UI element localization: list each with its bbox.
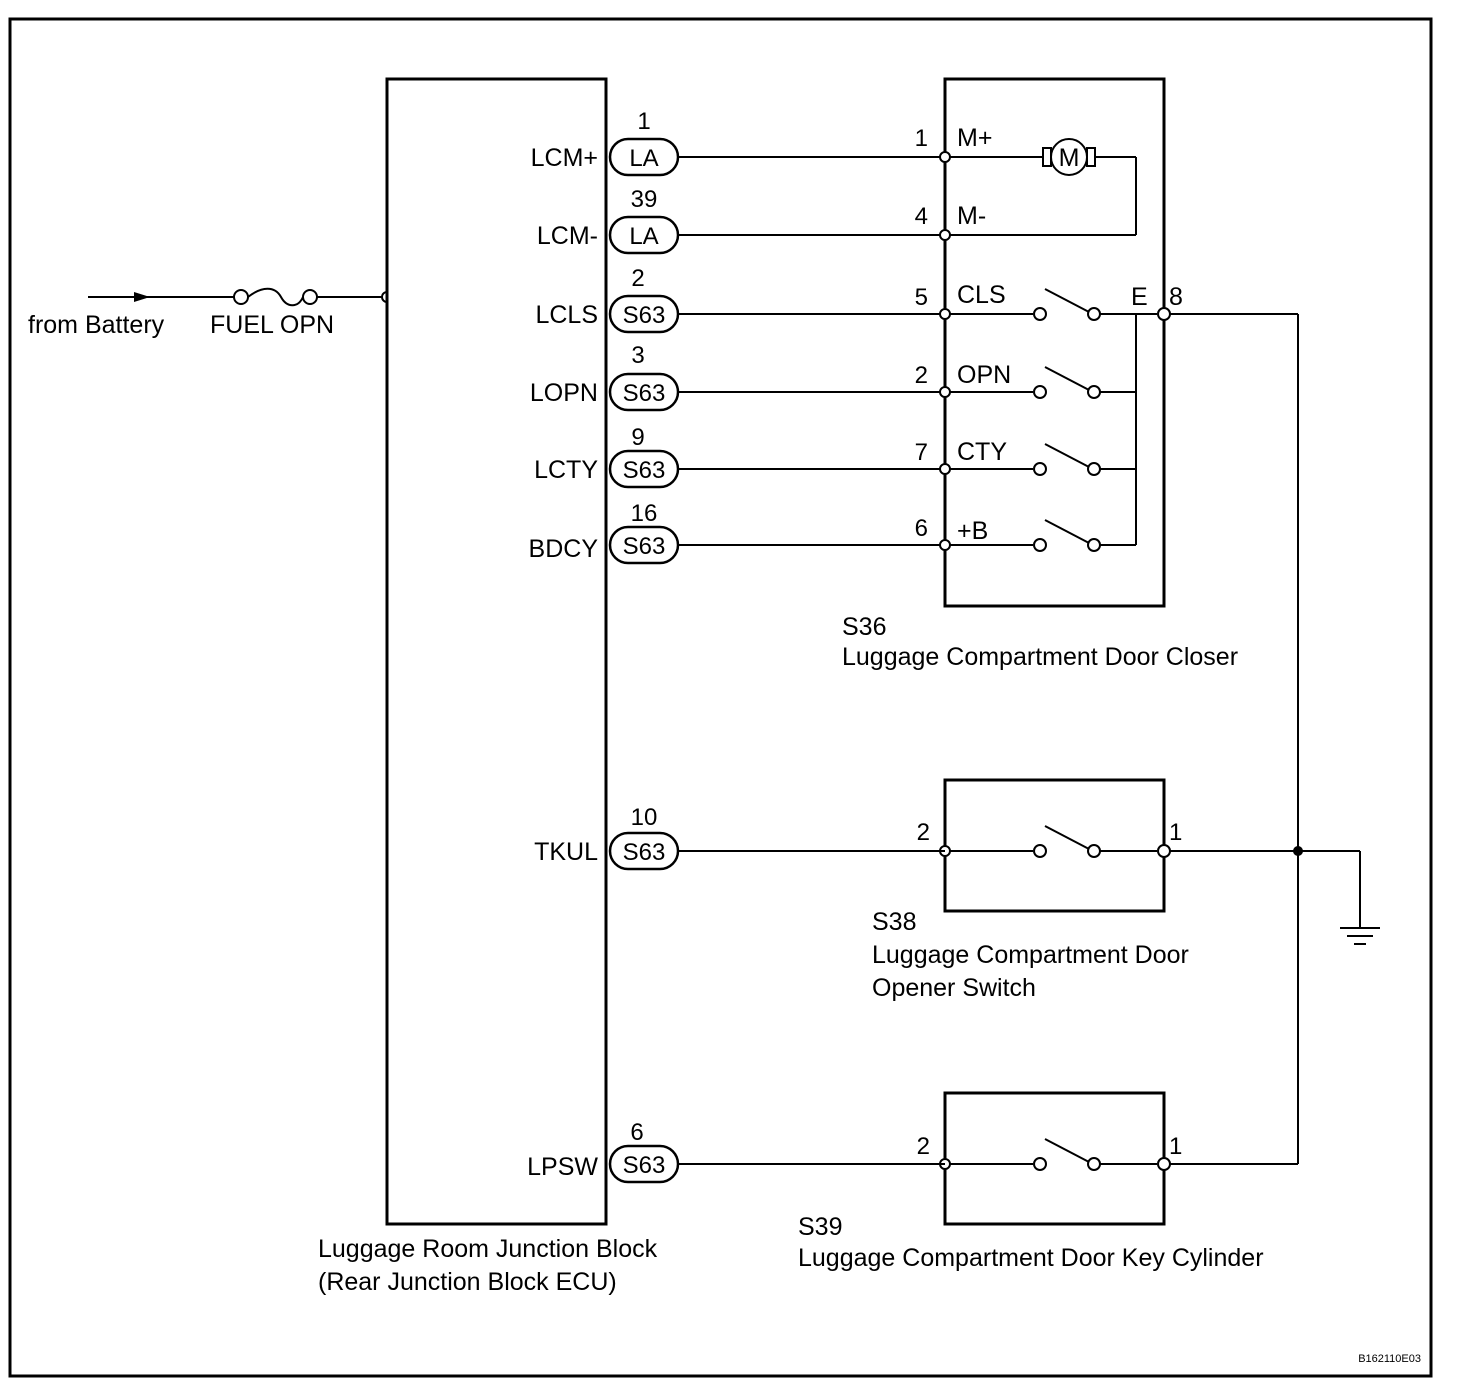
terminal-row-lcm-plus: LCM+ LA 1 1 M+ — [531, 108, 992, 177]
ecu-signal-label: LPSW — [527, 1153, 598, 1181]
ecu-signal-label: TKUL — [534, 838, 598, 866]
connector-pill — [608, 137, 680, 177]
key-name: Luggage Compartment Door Key Cylinder — [798, 1244, 1264, 1272]
ecu-signal-label: LCM- — [537, 222, 598, 250]
connector-pill — [608, 372, 680, 412]
ecu-signal-label: BDCY — [529, 535, 599, 563]
closer-name: Luggage Compartment Door Closer — [842, 643, 1238, 671]
ecu-name-line1: Luggage Room Junction Block — [318, 1235, 658, 1263]
closer-pin-number: 6 — [915, 515, 928, 542]
motor-icon: M — [945, 138, 1137, 236]
connector-label: S63 — [623, 302, 666, 329]
ecu-pin-number: 9 — [631, 424, 644, 451]
ecu-signal-label: LCLS — [535, 301, 598, 329]
ecu-pin-number: 16 — [631, 500, 658, 527]
closer-pin-number: 1 — [915, 125, 928, 152]
opener-code: S38 — [872, 908, 916, 936]
ecu-pin-number: 3 — [631, 342, 644, 369]
closer-pin-number: 5 — [915, 284, 928, 311]
key-cylinder: 2 1 S39 Luggage Compartment Door Key Cyl… — [798, 1091, 1298, 1272]
connector-pill — [608, 525, 680, 565]
closer-terminal-label: M+ — [957, 124, 992, 152]
closer-pin-number: 2 — [915, 362, 928, 389]
connector-label: S63 — [623, 380, 666, 407]
terminal-row-tkul: TKUL S63 10 — [534, 804, 945, 871]
ecu-block — [385, 77, 608, 1226]
ecu-pin-number: 39 — [631, 186, 658, 213]
battery-label: from Battery — [28, 311, 165, 339]
terminal-row-lcm-minus: LCM- LA 39 4 M- — [537, 186, 986, 255]
closer-terminal-label: CTY — [957, 438, 1007, 466]
ecu-signal-label: LCTY — [534, 456, 598, 484]
fuse-label: FUEL OPN — [210, 311, 334, 339]
ecu-name-line2: (Rear Junction Block ECU) — [318, 1268, 617, 1296]
outer-frame — [8, 17, 1433, 1378]
closer-terminal-label: +B — [957, 517, 988, 545]
terminal-row-bdcy: BDCY S63 16 6 +B — [529, 500, 988, 565]
ecu-signal-label: LOPN — [530, 379, 598, 407]
key-pin-out: 1 — [1169, 1133, 1182, 1160]
connector-label: S63 — [623, 839, 666, 866]
closer-switches: E 8 — [945, 283, 1298, 552]
closer-pin-number: 4 — [915, 203, 928, 230]
terminal-row-lcls: LCLS S63 2 5 CLS — [535, 265, 1006, 334]
terminal-row-lopn: LOPN S63 3 2 OPN — [530, 342, 1011, 412]
opener-name-line1: Luggage Compartment Door — [872, 941, 1189, 969]
ground-bus — [1293, 314, 1380, 1164]
connector-label: S63 — [623, 457, 666, 484]
opener-switch: 2 1 S38 Luggage Compartment Door Opener … — [872, 778, 1298, 1002]
connector-label: S63 — [623, 1152, 666, 1179]
closer-terminal-label: OPN — [957, 361, 1011, 389]
connector-label: S63 — [623, 533, 666, 560]
figure-code: B162110E03 — [1358, 1353, 1421, 1365]
ecu-pin-number: 10 — [631, 804, 658, 831]
connector-pill — [608, 1144, 680, 1184]
opener-pin-in: 2 — [917, 819, 930, 846]
closer-terminal-label: CLS — [957, 281, 1006, 309]
closer-ground-pin: 8 — [1169, 283, 1183, 311]
connector-pill — [608, 831, 680, 871]
closer-code: S36 — [842, 613, 886, 641]
fuse-icon — [247, 287, 304, 307]
key-code: S39 — [798, 1213, 842, 1241]
closer-pin-number: 7 — [915, 439, 928, 466]
opener-pin-out: 1 — [1169, 819, 1182, 846]
connector-pill — [608, 215, 680, 255]
closer-ground-label: E — [1131, 283, 1148, 311]
opener-name-line2: Opener Switch — [872, 974, 1036, 1002]
terminal-row-lpsw: LPSW S63 6 — [527, 1119, 945, 1184]
connector-pill — [608, 449, 680, 489]
ecu-pin-number: 6 — [630, 1119, 643, 1146]
battery-feed: from Battery FUEL OPN — [28, 287, 393, 339]
ground-icon — [1340, 851, 1380, 945]
motor-symbol: M — [1059, 144, 1080, 172]
ecu-pin-number: 1 — [637, 108, 650, 135]
connector-label: LA — [629, 223, 658, 250]
ecu-pin-number: 2 — [631, 265, 644, 292]
arrow-right-icon — [134, 292, 150, 302]
connector-label: LA — [629, 145, 658, 172]
terminal-row-lcty: LCTY S63 9 7 CTY — [534, 424, 1007, 489]
key-pin-in: 2 — [917, 1133, 930, 1160]
ecu-signal-label: LCM+ — [531, 144, 598, 172]
closer-terminal-label: M- — [957, 202, 986, 230]
connector-pill — [608, 294, 680, 334]
